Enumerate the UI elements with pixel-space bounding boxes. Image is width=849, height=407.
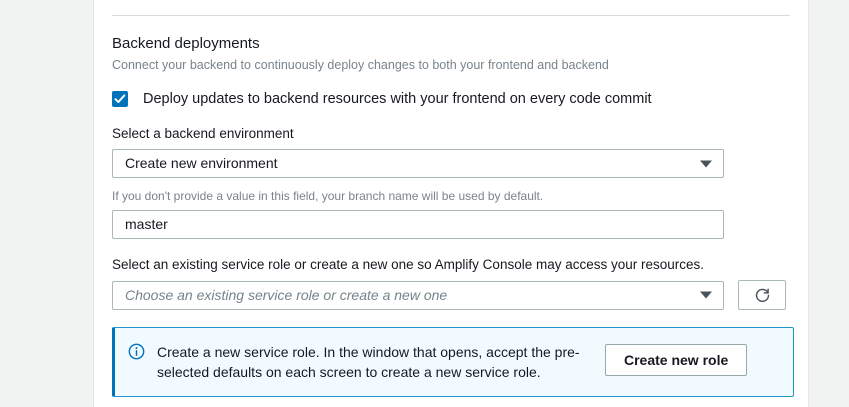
service-role-select[interactable]: Choose an existing service role or creat…: [112, 280, 724, 310]
content-card: Backend deployments Connect your backend…: [93, 0, 809, 407]
deploy-updates-label: Deploy updates to backend resources with…: [143, 91, 652, 107]
create-role-info-alert: Create a new service role. In the window…: [112, 327, 794, 397]
service-role-label: Select an existing service role or creat…: [112, 257, 705, 272]
deploy-updates-checkbox[interactable]: [112, 91, 128, 107]
refresh-icon: [755, 287, 769, 302]
backend-environment-value: Create new environment: [125, 155, 278, 171]
deploy-updates-row: Deploy updates to backend resources with…: [112, 90, 790, 108]
service-role-placeholder: Choose an existing service role or creat…: [125, 286, 448, 303]
page-title: Backend deployments: [112, 35, 260, 52]
create-new-role-button[interactable]: Create new role: [605, 344, 748, 376]
service-role-row: Choose an existing service role or creat…: [112, 280, 790, 310]
check-icon: [114, 94, 126, 103]
backend-environment-select[interactable]: Create new environment: [112, 149, 724, 178]
card-inner: Backend deployments Connect your backend…: [94, 15, 808, 397]
chevron-down-icon: [700, 160, 712, 167]
branch-name-value: master: [125, 216, 168, 232]
section-divider: [112, 15, 790, 16]
refresh-service-roles-button[interactable]: [738, 280, 786, 310]
branch-name-input[interactable]: master: [112, 210, 724, 239]
backend-environment-row: Create new environment: [112, 149, 790, 178]
section-subtitle: Connect your backend to continuously dep…: [112, 58, 609, 72]
chevron-down-icon: [700, 291, 712, 299]
info-circle-icon: [128, 343, 145, 363]
info-alert-message: Create a new service role. In the window…: [157, 344, 580, 380]
backend-environment-label: Select a backend environment: [112, 126, 294, 141]
branch-helper-text: If you don't provide a value in this fie…: [112, 189, 544, 203]
